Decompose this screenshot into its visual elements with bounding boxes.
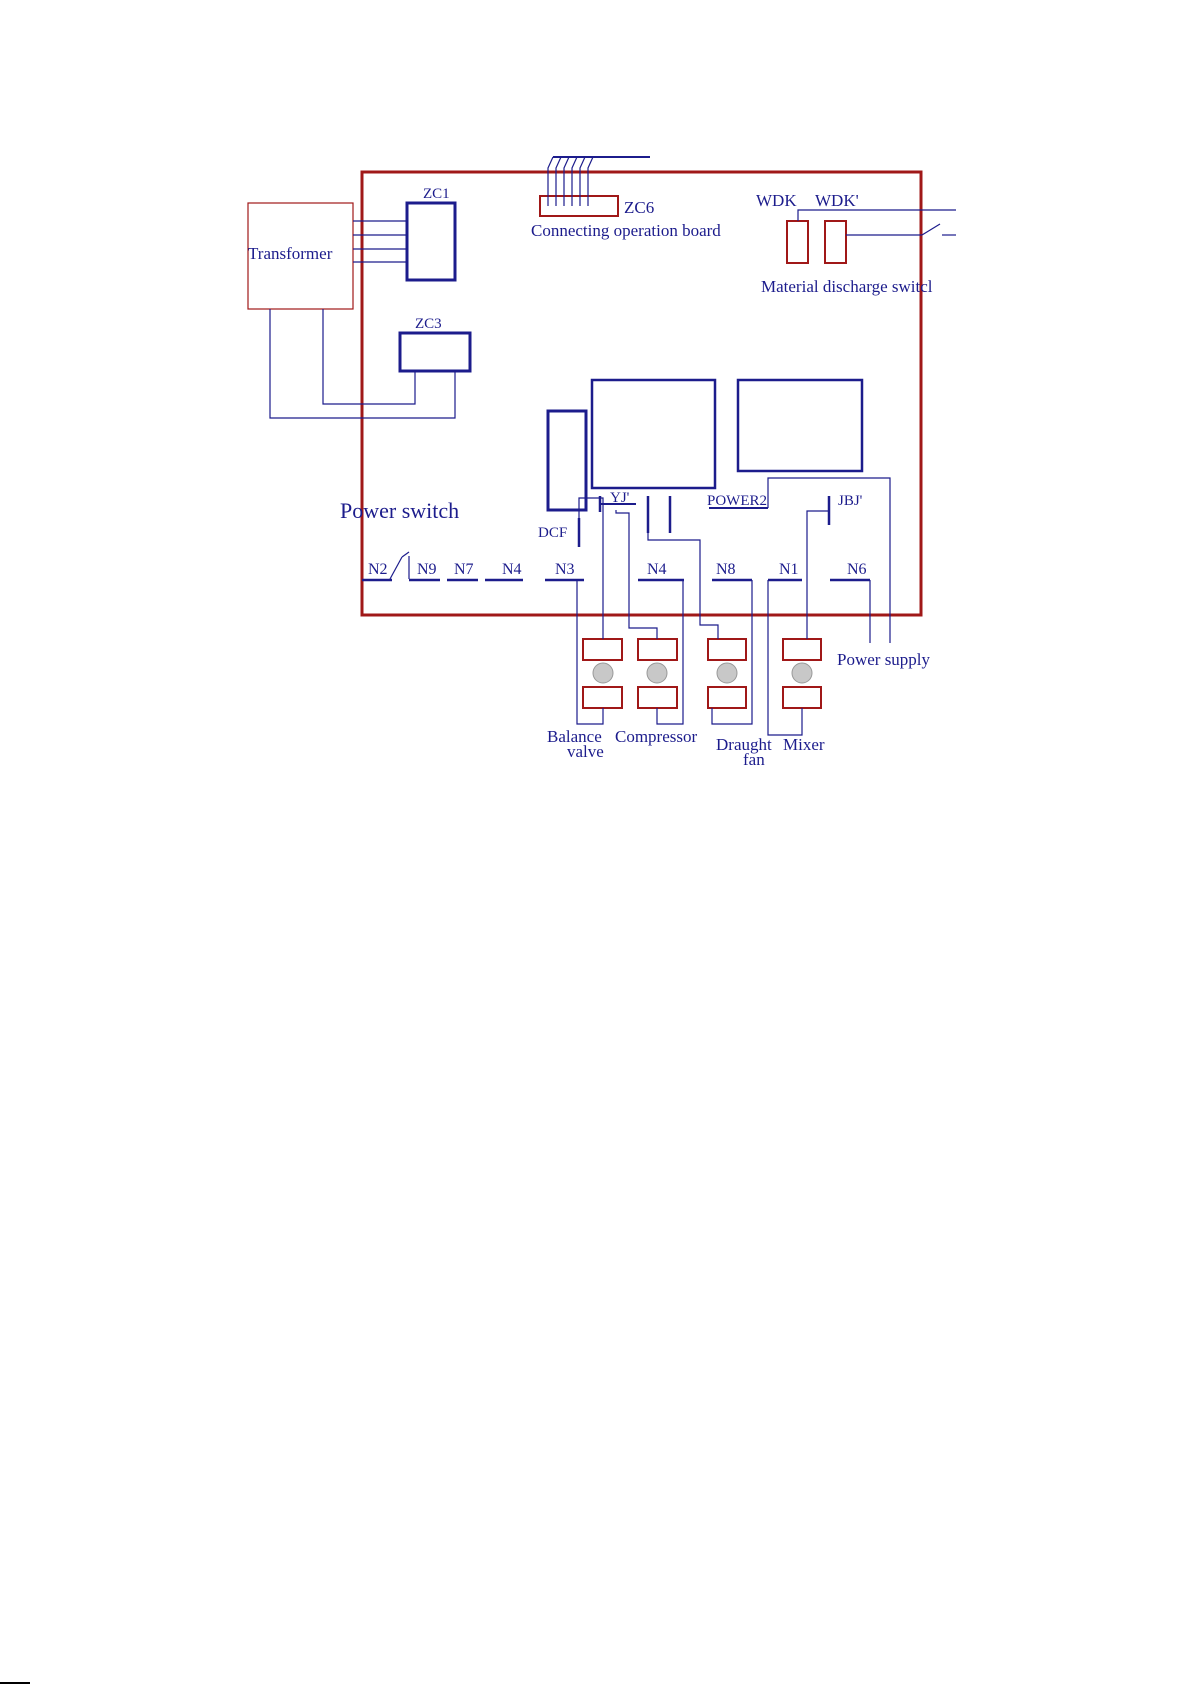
yj-prime-label: YJ' [610, 490, 630, 506]
load-device-compressor [638, 639, 677, 708]
power2-label: POWER2 [707, 493, 767, 509]
power-switch-label: Power switch [340, 498, 459, 523]
load-device-mixer [783, 639, 821, 708]
zc1-label: ZC1 [423, 186, 450, 202]
wdk-prime-connector [825, 221, 846, 263]
draught-fan-label-line2: fan [743, 750, 765, 769]
load-device-draught-fan [708, 639, 746, 708]
terminal-label: N4 [502, 561, 522, 578]
load-device-balance-valve [583, 639, 622, 708]
terminal-label: N7 [454, 561, 474, 578]
terminal-label: N9 [417, 561, 437, 578]
material-discharge-switch-wiring [798, 210, 956, 235]
zc3-label: ZC3 [415, 316, 442, 332]
terminal-label: N1 [779, 561, 799, 578]
zc6-label: ZC6 [624, 198, 654, 217]
compressor-label: Compressor [615, 727, 698, 746]
terminal-label: N8 [716, 561, 736, 578]
wdk-prime-label: WDK' [815, 191, 859, 210]
terminal-label: N6 [847, 561, 867, 578]
zc1-connector [407, 203, 455, 280]
dcf-label: DCF [538, 525, 567, 541]
load-wires [577, 478, 890, 735]
power-switch-symbol [390, 552, 409, 579]
connecting-operation-board-label: Connecting operation board [531, 221, 721, 240]
terminal-label: N3 [555, 561, 575, 578]
terminal-label: N4 [647, 561, 667, 578]
terminal-label: N2 [368, 561, 388, 578]
wdk-connector [787, 221, 808, 263]
zc6-connector [540, 196, 618, 216]
relay-module-left [592, 380, 715, 488]
material-discharge-switch-label: Material discharge switcl [761, 277, 933, 296]
dcf-relay-block [548, 411, 586, 510]
wdk-label: WDK [756, 191, 797, 210]
transformer-label: Transformer [248, 244, 333, 263]
relay-module-right [738, 380, 862, 471]
balance-valve-label-line2: valve [567, 742, 604, 761]
power-supply-label: Power supply [837, 650, 931, 669]
zc3-connector [400, 333, 470, 371]
mixer-label: Mixer [783, 735, 825, 754]
jbj-prime-label: JBJ' [838, 493, 863, 509]
